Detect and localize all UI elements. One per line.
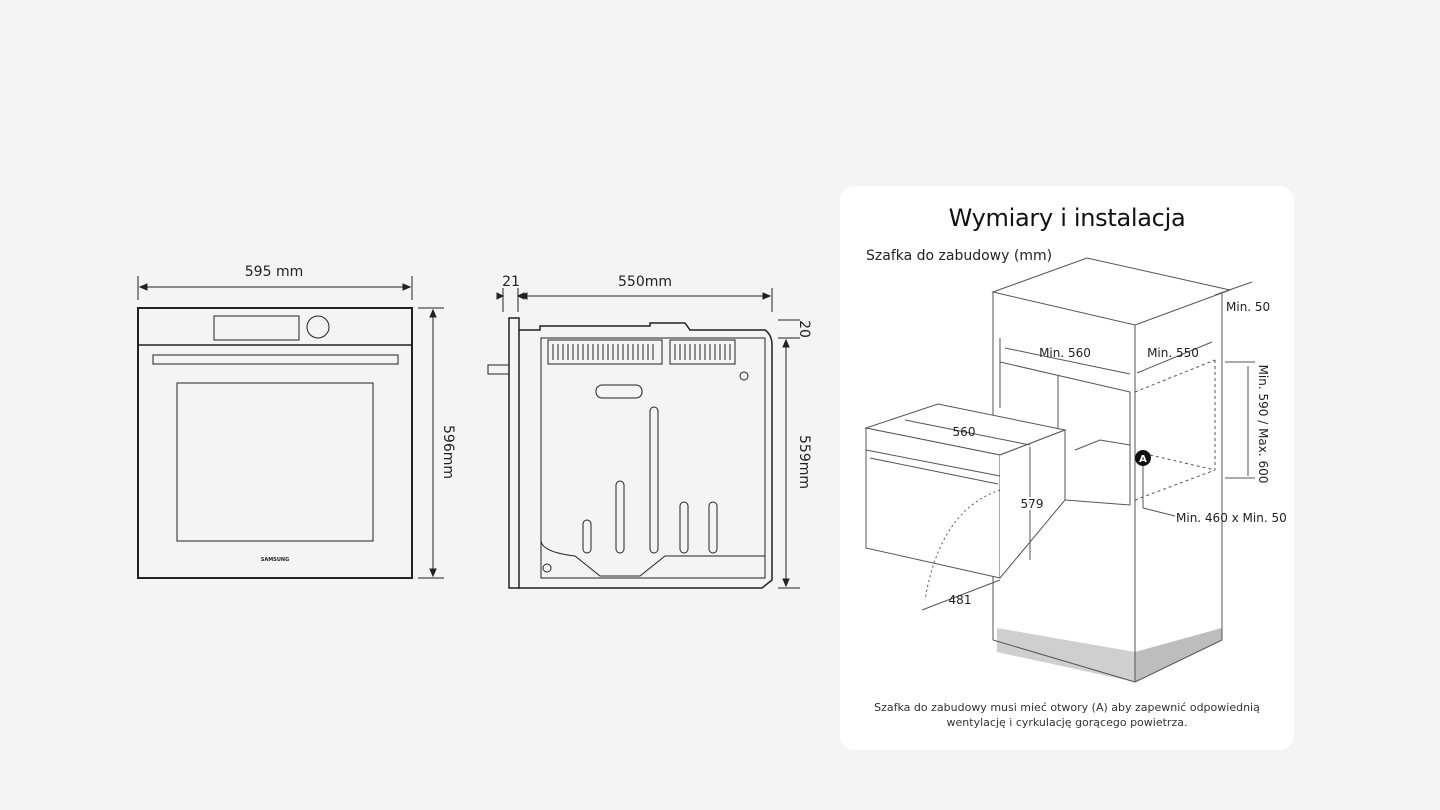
vent-marker-a-icon: [1135, 450, 1151, 466]
cabinet-installation-drawing: A Min. 50 Min. 560 Min. 550 Min. 590 / M…: [864, 257, 1287, 683]
door-handle: [152, 354, 399, 365]
control-knob: [306, 315, 330, 339]
label-height-range: Min. 590 / Max. 600: [1256, 365, 1270, 484]
brand-logo: SAMSUNG: [261, 557, 289, 563]
panel-caption: Szafka do zabudowy musi mieć otwory (A) …: [860, 700, 1274, 730]
vent-marker-label: A: [1139, 454, 1147, 465]
front-width-label: 595 mm: [245, 264, 303, 280]
side-height-label: 559mm: [796, 435, 812, 489]
label-oven-height: 579: [1021, 497, 1044, 511]
side-door-label: 21: [502, 274, 520, 290]
label-min-50-top: Min. 50: [1226, 300, 1270, 314]
label-oven-width: 560: [953, 425, 976, 439]
oven-side-view: [487, 288, 800, 589]
caption-line-2: wentylację i cyrkulację gorącego powietr…: [946, 716, 1188, 729]
panel-subtitle: Szafka do zabudowy (mm): [866, 248, 1053, 264]
front-height-label: 596mm: [440, 425, 456, 479]
label-min-550: Min. 550: [1147, 346, 1199, 360]
side-top-label: 20: [796, 320, 812, 338]
label-vent-size: Min. 460 x Min. 50: [1176, 511, 1287, 525]
oven-front-view: [137, 276, 444, 579]
door-window: [176, 382, 374, 542]
caption-line-1: Szafka do zabudowy musi mieć otwory (A) …: [874, 701, 1260, 714]
panel-title: Wymiary i instalacja: [948, 204, 1186, 232]
display-panel: [213, 315, 300, 341]
installation-panel: Wymiary i instalacja Szafka do zabudowy …: [840, 186, 1294, 750]
label-min-560: Min. 560: [1039, 346, 1091, 360]
label-door-swing: 481: [949, 593, 972, 607]
side-depth-label: 550mm: [618, 274, 672, 290]
